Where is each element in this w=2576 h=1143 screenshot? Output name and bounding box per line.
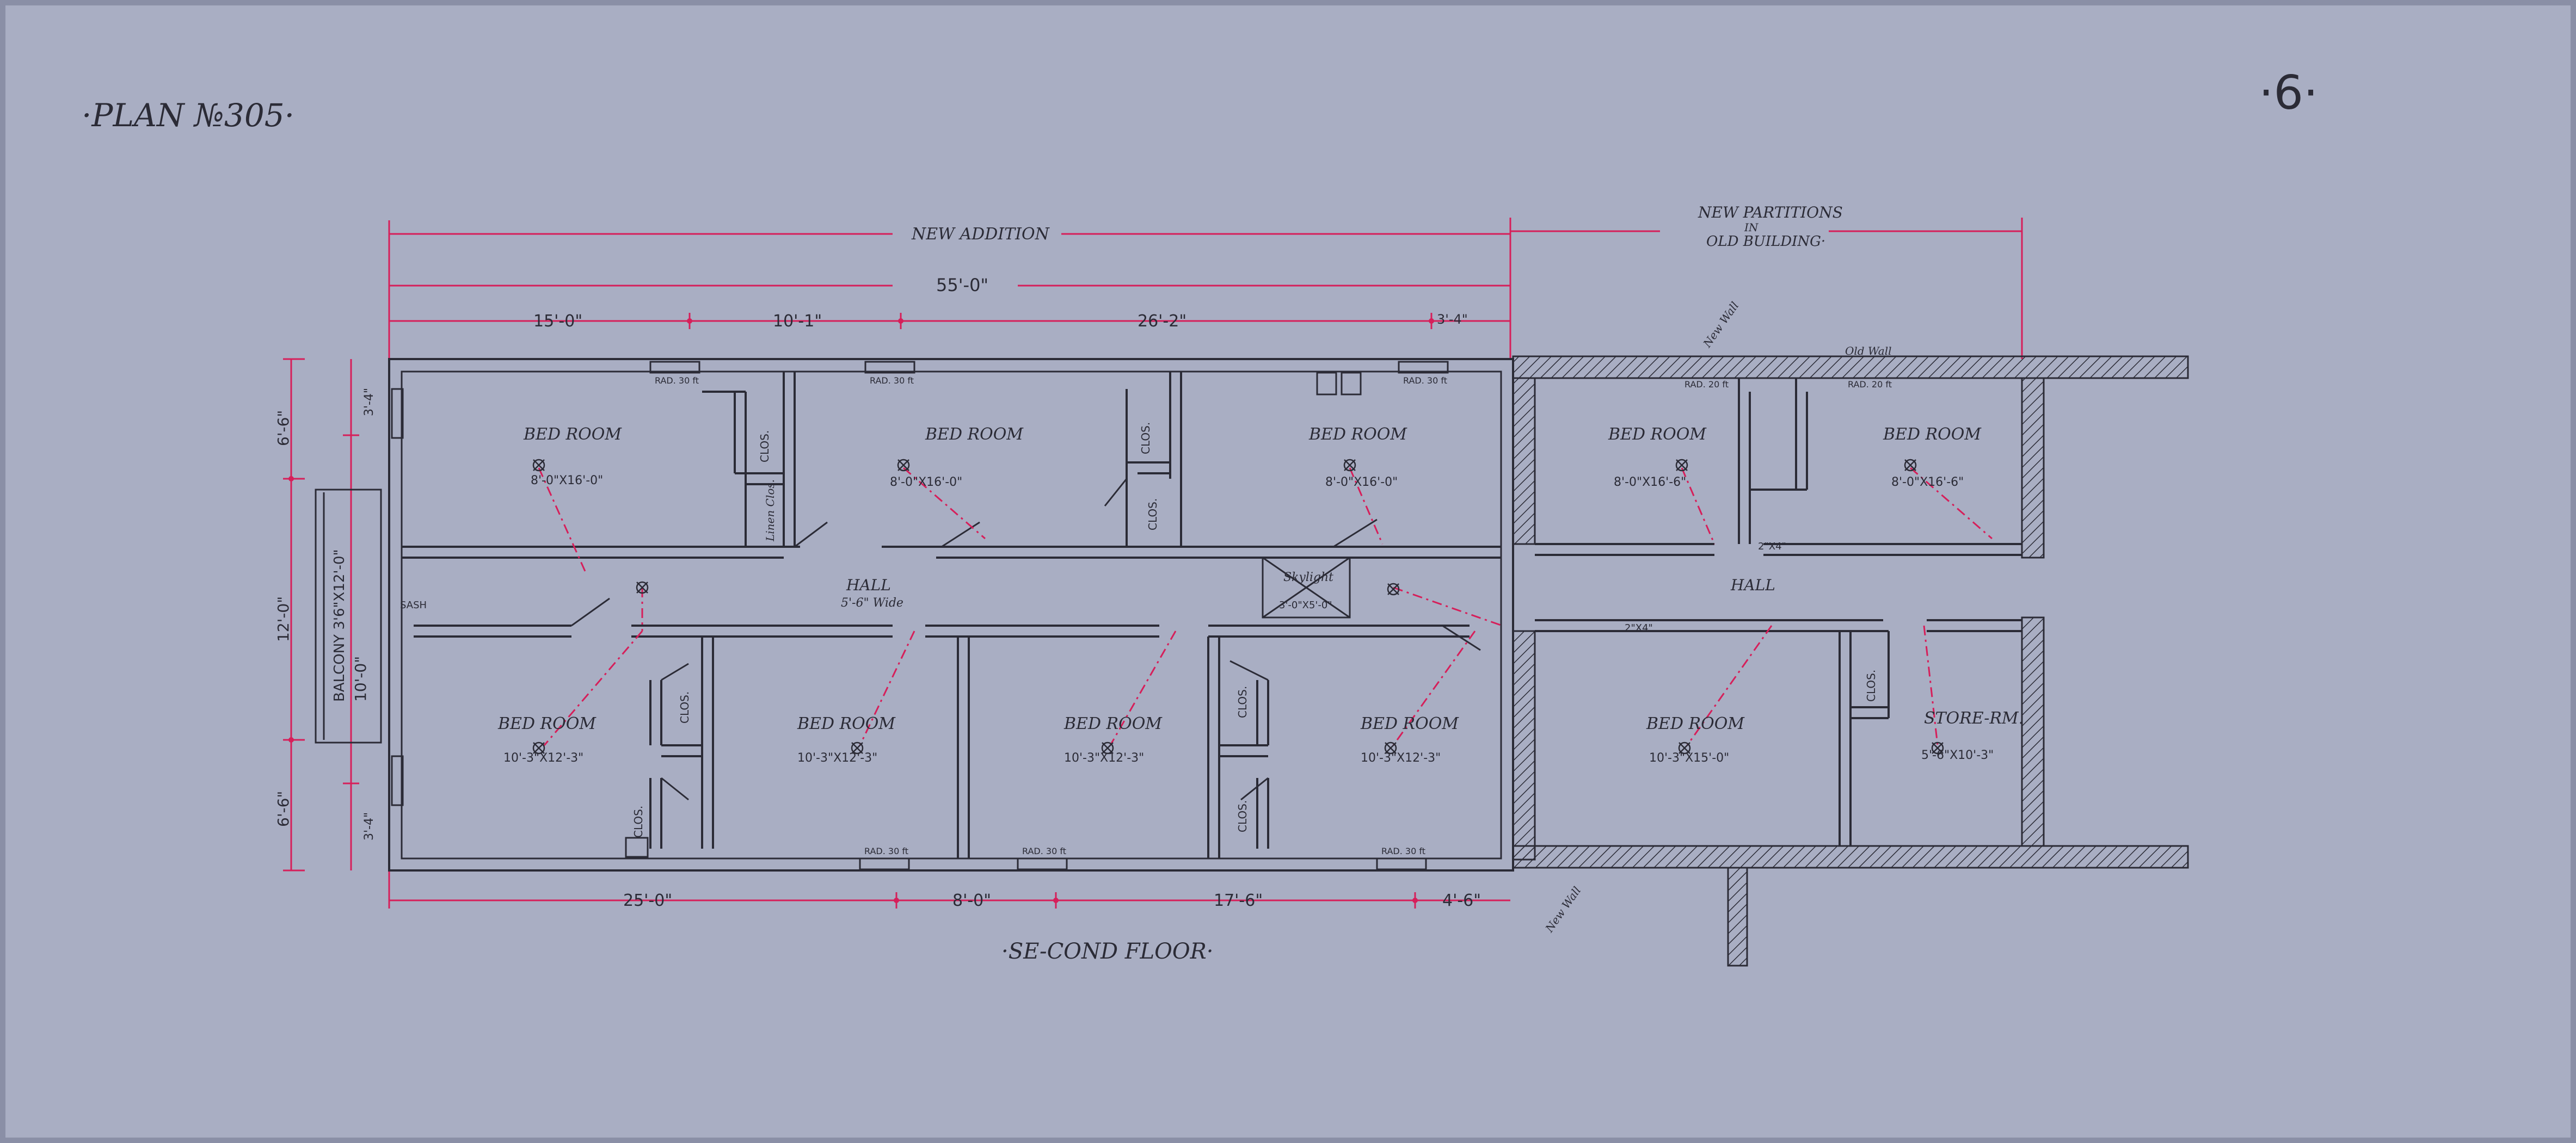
new-addition-label: NEW ADDITION [911,225,1050,244]
room-4-name: BED ROOM [1608,425,1707,444]
radiator-label-6: RAD. 30 ft [864,846,908,856]
linen-closet-label: Linen Clos. [764,479,777,542]
room-10-name: BED ROOM [1646,714,1745,733]
old-building-hatched-walls [1512,355,2189,967]
radiator-label-7: RAD. 30 ft [1022,846,1066,856]
left-dimension-1: 6'-6" [274,410,292,446]
room-10-size: 10'-3"X15'-0" [1649,751,1729,765]
radiator-label-2: RAD. 30 ft [870,375,914,386]
room-1-size: 8'-0"X16'-0" [531,474,603,487]
room-5-name: BED ROOM [1883,425,1982,444]
plan-number: ·PLAN №305· [82,97,294,134]
sash-label: SASH [400,600,427,611]
skylight [1262,557,1351,619]
dimension-lines [283,218,2023,909]
closet-label-7: CLOS. [1236,800,1249,832]
light-fixture-symbols [532,459,1944,755]
overall-width-dimension: 55'-0" [936,275,988,295]
room-5-size: 8'-0"X16'-6" [1891,475,1964,489]
closet-label-8: CLOS. [1865,670,1878,702]
room-labels: BED ROOM 8'-0"X16'-0" BED ROOM 8'-0"X16'… [497,425,2024,765]
radiator-label-1: RAD. 30 ft [655,375,699,386]
lighting-wiring [538,467,1993,746]
room-3-size: 8'-0"X16'-0" [1325,475,1398,489]
bottom-dimension-3: 17'-6" [1214,891,1263,910]
room-9-size: 10'-3"X12'-3" [1361,751,1441,765]
left-dimension-3: 12'-0" [274,596,292,642]
hall-2-name: HALL [1730,576,1775,594]
radiator-label-8: RAD. 30 ft [1381,846,1425,856]
closet-label-1: CLOS. [758,430,771,462]
room-2-size: 8'-0"X16'-0" [890,475,962,489]
room-6-name: BED ROOM [497,714,597,733]
room-8-size: 10'-3"X12'-3" [1064,751,1144,765]
skylight-label: Skylight [1283,571,1333,584]
room-6-size: 10'-3"X12'-3" [503,751,583,765]
radiator-label-4: RAD. 20 ft [1684,379,1729,390]
bottom-dimension-1: 25'-0" [623,891,672,910]
bottom-dimension-2: 8'-0" [952,891,991,910]
sheet-number: ·6· [2259,66,2318,120]
left-dimension-2: 3'-4" [362,388,376,416]
hall-1-size: 5'-6" Wide [841,596,903,610]
room-7-size: 10'-3"X12'-3" [797,751,877,765]
new-partitions-label-in: IN [1744,221,1759,234]
left-dimension-4: 10'-0" [352,656,370,702]
left-dimension-6: 3'-4" [362,812,376,841]
store-room-name: STORE-RM. [1924,709,2024,728]
drawing-title: ·SE-COND FLOOR· [1001,939,1214,964]
room-3-name: BED ROOM [1308,425,1407,444]
hall-1-name: HALL [846,576,891,594]
room-8-name: BED ROOM [1063,714,1163,733]
balcony [315,489,382,744]
closet-label-5: CLOS. [632,806,645,838]
top-dimension-1: 15'-0" [533,312,582,331]
closet-label-2: CLOS. [1139,422,1152,454]
left-dimension-5: 6'-6" [274,791,292,827]
skylight-size: 3'-0"X5'-0" [1279,600,1332,611]
radiator-label-3: RAD. 30 ft [1403,375,1447,386]
new-partitions-label: NEW PARTITIONS [1698,203,1843,221]
bottom-dimension-4: 4'-6" [1442,891,1481,910]
top-dimension-3: 26'-2" [1138,312,1186,331]
room-2-name: BED ROOM [925,425,1024,444]
door-swings [571,478,1481,801]
new-addition-walls [388,358,1514,872]
dimension-dots [288,318,1434,903]
new-partitions-label-old: OLD BUILDING· [1706,233,1825,250]
left-dimension-texts: 6'-6" 3'-4" 12'-0" 10'-0" 6'-6" 3'-4" [274,388,376,841]
partition-label-1: 2"X4" [1625,622,1653,634]
radiator-label-5: RAD. 20 ft [1848,379,1892,390]
room-7-name: BED ROOM [797,714,896,733]
top-dimension-2: 10'-1" [773,312,822,331]
partition-label-2: 2"X4" [1758,541,1786,552]
store-room-size: 5'-6"X10'-3" [1921,749,1994,762]
closet-label-4: CLOS. [678,691,691,724]
top-dimension-4: 3'-4" [1437,312,1468,327]
old-wall-label: Old Wall [1845,344,1892,357]
closet-label-6: CLOS. [1236,686,1249,718]
room-4-size: 8'-0"X16'-6" [1614,475,1686,489]
room-1-name: BED ROOM [523,425,622,444]
balcony-label: BALCONY 3'6"X12'-0" [331,549,348,702]
closet-label-3: CLOS. [1146,498,1159,530]
room-9-name: BED ROOM [1360,714,1459,733]
old-building-partitions [1535,378,2022,846]
